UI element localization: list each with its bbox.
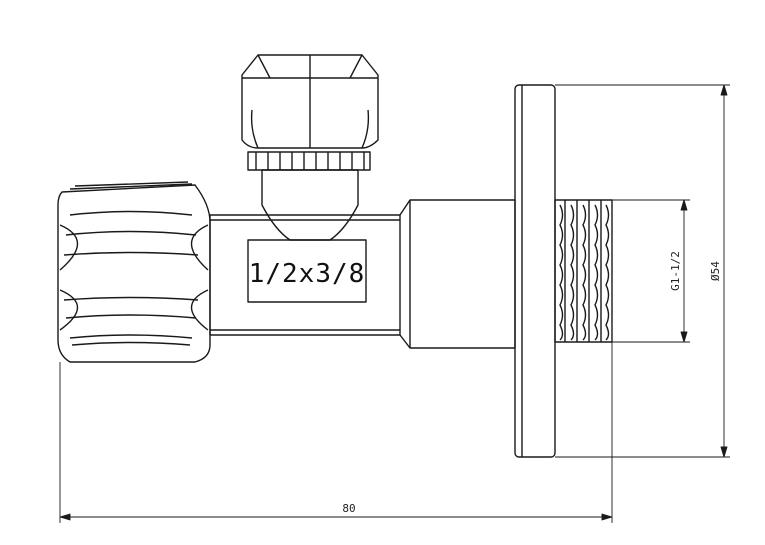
dimension-lines: [59, 84, 730, 523]
handle-knob: [57, 181, 211, 363]
wall-flange: [514, 84, 556, 458]
overall-length-label: 80: [342, 502, 355, 515]
male-thread: [554, 199, 613, 343]
body-marking-label: 1/2x3/8: [249, 259, 366, 289]
inlet-stub: [399, 199, 516, 349]
compression-outlet: [241, 54, 379, 241]
thread-size-label: G1-1/2: [669, 251, 682, 291]
flange-diameter-label: Ø54: [709, 261, 722, 281]
